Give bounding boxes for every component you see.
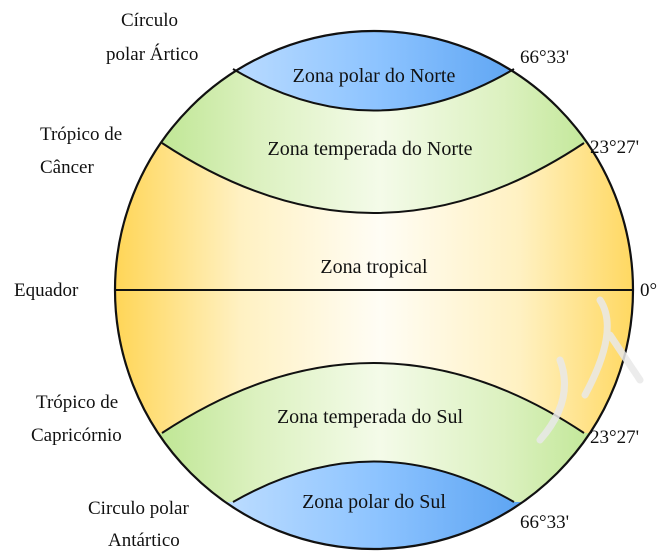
equator-label: Equador	[14, 280, 79, 301]
zone-label-north-polar: Zona polar do Norte	[293, 65, 456, 87]
zone-label-south-polar: Zona polar do Sul	[302, 491, 446, 513]
capricorn-label-line2: Capricórnio	[31, 425, 122, 446]
zone-label-tropical: Zona tropical	[320, 256, 428, 278]
zone-labels: Zona polar do Norte Zona temperada do No…	[268, 65, 473, 513]
watermark	[536, 296, 644, 444]
cancer-label-line1: Trópico de	[40, 124, 122, 145]
antarctic-circle-label-line1: Circulo polar	[88, 498, 189, 519]
globe-outline	[113, 29, 635, 551]
left-labels: Círculo polar Ártico Trópico de Câncer E…	[14, 10, 198, 551]
north-polar-zone-fill	[115, 31, 633, 111]
cancer-label-line2: Câncer	[40, 157, 94, 178]
equator-latitude-label: 0°	[640, 280, 657, 301]
tropic-of-capricorn-line	[161, 362, 585, 434]
right-labels: 66°33' 23°27' 0° 23°27' 66°33'	[520, 47, 657, 533]
antarctic-latitude-label: 66°33'	[520, 512, 569, 533]
capricorn-label-line1: Trópico de	[36, 392, 118, 413]
arctic-latitude-label: 66°33'	[520, 47, 569, 68]
arctic-circle-label-line2: polar Ártico	[106, 43, 198, 65]
zone-label-south-temperate: Zona temperada do Sul	[277, 406, 463, 428]
arctic-circle-line	[232, 68, 515, 112]
zone-label-north-temperate: Zona temperada do Norte	[268, 138, 473, 160]
cancer-latitude-label: 23°27'	[590, 137, 639, 158]
arctic-circle-label-line1: Círculo	[121, 10, 178, 31]
capricorn-latitude-label: 23°27'	[590, 427, 639, 448]
antarctic-circle-label-line2: Antártico	[108, 530, 180, 551]
tropic-of-cancer-line	[161, 142, 585, 214]
zone-boundaries	[115, 68, 633, 503]
antarctic-circle-line	[232, 460, 515, 503]
